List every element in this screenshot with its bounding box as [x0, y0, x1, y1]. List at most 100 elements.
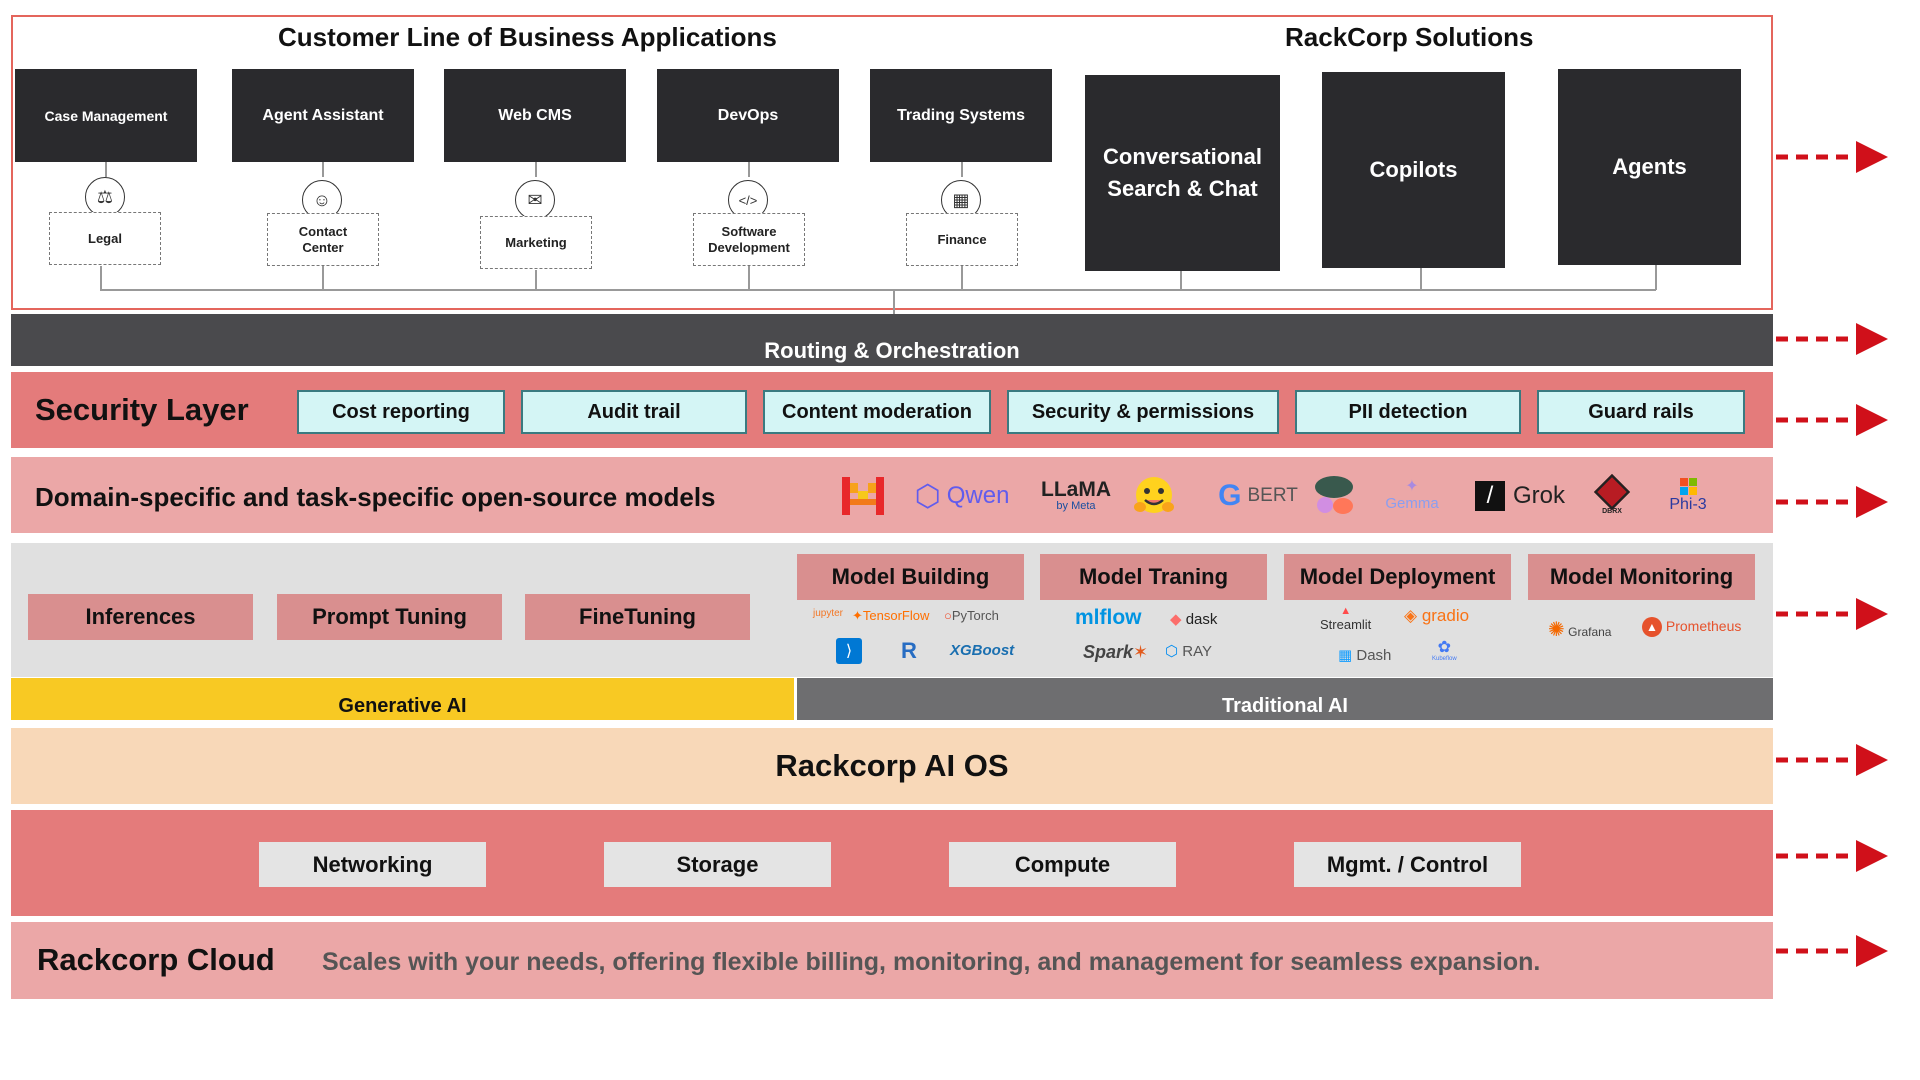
- tool-jupyter: jupyter: [813, 608, 844, 619]
- dashed-arrow-icon: [1776, 486, 1888, 518]
- gradio-icon: ◈: [1404, 606, 1418, 625]
- connector-line: [535, 162, 537, 177]
- tool-dask-label: dask: [1185, 611, 1218, 628]
- tool-dash: ▦ Dash: [1338, 646, 1391, 664]
- security-chip-pii-detection: PII detection: [1295, 390, 1521, 434]
- cohere-logo-icon: [1310, 476, 1358, 516]
- dept-contact-center: Contact Center: [267, 213, 379, 266]
- dept-software-development: Software Development: [693, 213, 805, 266]
- cloud-description: Scales with your needs, offering flexibl…: [322, 948, 1541, 976]
- connector-line: [322, 162, 324, 177]
- gen-chip-finetuning: FineTuning: [525, 594, 750, 640]
- tool-tensorflow-label: TensorFlow: [862, 608, 930, 623]
- tensorflow-icon: ✦: [852, 608, 863, 623]
- generative-ai-bar: Generative AI: [11, 678, 794, 720]
- bus-line: [748, 266, 750, 290]
- gen-chip-inferences: Inferences: [28, 594, 253, 640]
- security-layer-title: Security Layer: [35, 392, 249, 427]
- grok-logo: / Grok: [1470, 476, 1570, 516]
- dashed-arrow-icon: [1776, 598, 1888, 630]
- security-chip-security-permissions: Security & permissions: [1007, 390, 1279, 434]
- dbrx-logo-icon: [1593, 473, 1631, 511]
- pytorch-icon: ○: [944, 608, 952, 623]
- tool-pytorch: ○PyTorch: [944, 608, 999, 623]
- security-chip-guard-rails: Guard rails: [1537, 390, 1745, 434]
- dashed-arrow-icon: [1776, 840, 1888, 872]
- app-case-management: Case Management: [15, 69, 197, 162]
- bus-line: [535, 270, 537, 290]
- tool-prometheus-label: Prometheus: [1665, 618, 1742, 634]
- phi-logo-text: Phi-3: [1669, 495, 1707, 513]
- dashed-arrow-icon: [1776, 744, 1888, 776]
- tool-ray: ⬡ RAY: [1165, 642, 1212, 660]
- connector-line: [961, 162, 963, 177]
- tool-kubeflow-label: Kubeflow: [1432, 656, 1457, 662]
- ai-os-band: Rackcorp AI OS: [11, 728, 1773, 804]
- r-icon: R: [901, 638, 917, 663]
- tool-dask: ◆ dask: [1170, 610, 1217, 628]
- google-logo-icon: G: [1218, 479, 1242, 512]
- tool-xgboost: XGBoost: [950, 642, 1015, 659]
- solution-agents: Agents: [1558, 69, 1741, 265]
- bus-line: [1420, 268, 1422, 290]
- qwen-logo-text: Qwen: [946, 482, 1010, 509]
- app-trading-systems: Trading Systems: [870, 69, 1052, 162]
- tool-prometheus: ▲ Prometheus: [1642, 617, 1741, 637]
- qwen-logo-icon: ⬡: [914, 479, 941, 513]
- tool-spark: Spark✶: [1083, 642, 1148, 663]
- solution-conversational-search: Conversational Search & Chat: [1085, 75, 1280, 271]
- prometheus-icon: ▲: [1642, 617, 1662, 637]
- tool-grafana-label: Grafana: [1568, 625, 1612, 639]
- gen-chip-prompt-tuning: Prompt Tuning: [277, 594, 502, 640]
- dept-legal: Legal: [49, 212, 161, 265]
- cloud-band: [11, 922, 1773, 999]
- bert-logo: G BERT: [1208, 476, 1308, 516]
- kubeflow-icon: ✿: [1437, 639, 1452, 656]
- grafana-icon: ✺: [1548, 619, 1565, 641]
- tool-dash-label: Dash: [1356, 647, 1392, 664]
- infra-chip-networking: Networking: [259, 842, 486, 887]
- vscode-icon: ⟩: [836, 638, 862, 664]
- connector-line: [748, 162, 750, 177]
- llama-logo-subtext: by Meta: [1056, 500, 1096, 512]
- app-agent-assistant: Agent Assistant: [232, 69, 414, 162]
- bus-line: [961, 266, 963, 290]
- tool-mlflow: mlflow: [1075, 606, 1142, 629]
- gemma-logo-text: Gemma: [1385, 495, 1439, 512]
- streamlit-icon: ▲: [1340, 605, 1352, 617]
- tool-ray-label: RAY: [1182, 643, 1213, 660]
- bus-line: [100, 289, 1656, 291]
- security-chip-content-moderation: Content moderation: [763, 390, 991, 434]
- connector-line: [105, 162, 107, 177]
- security-chip-audit-trail: Audit trail: [521, 390, 747, 434]
- models-title: Domain-specific and task-specific open-s…: [35, 482, 716, 512]
- bus-line: [893, 289, 895, 314]
- grok-logo-text: Grok: [1512, 482, 1565, 509]
- infra-chip-mgmt-control: Mgmt. / Control: [1294, 842, 1521, 887]
- solution-copilots: Copilots: [1322, 72, 1505, 268]
- customer-apps-heading: Customer Line of Business Applications: [278, 22, 777, 52]
- bus-line: [322, 266, 324, 290]
- model-monitoring-header: Model Monitoring: [1528, 554, 1755, 600]
- llama-logo-text: LLaMA: [1041, 478, 1111, 501]
- dashed-arrow-icon: [1776, 935, 1888, 967]
- dashed-arrow-icon: [1776, 404, 1888, 436]
- tool-pytorch-label: PyTorch: [951, 608, 999, 623]
- bus-line: [100, 266, 102, 290]
- phi-logo: Phi-3: [1656, 476, 1720, 516]
- tool-grafana: ✺ Grafana: [1548, 617, 1611, 642]
- grok-logo-icon: /: [1474, 481, 1505, 511]
- gemma-logo-icon: ✦: [1405, 478, 1419, 495]
- dashed-arrow-icon: [1776, 323, 1888, 355]
- ray-icon: ⬡: [1165, 643, 1179, 660]
- dbrx-logo-text: DBRX: [1602, 508, 1622, 515]
- infra-chip-storage: Storage: [604, 842, 831, 887]
- dask-icon: ◆: [1170, 611, 1182, 628]
- top-frame: [11, 15, 1773, 310]
- megaphone-icon: ✉: [515, 180, 555, 220]
- model-building-header: Model Building: [797, 554, 1024, 600]
- tool-tensorflow: ✦TensorFlow: [852, 608, 929, 624]
- model-deployment-header: Model Deployment: [1284, 554, 1511, 600]
- dashed-arrow-icon: [1776, 141, 1888, 173]
- traditional-ai-bar: Traditional AI: [797, 678, 1773, 720]
